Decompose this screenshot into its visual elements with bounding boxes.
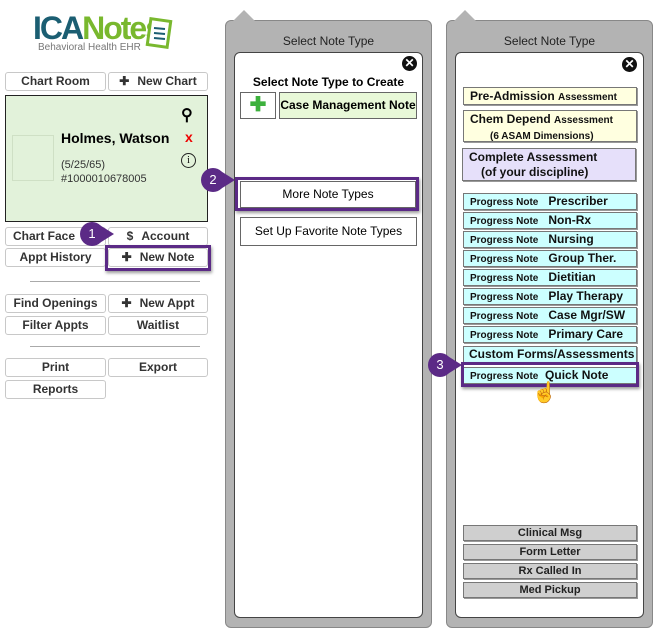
- callout-3: 3: [428, 353, 462, 377]
- progress-prefix: Progress Note: [470, 273, 539, 284]
- divider: [30, 346, 200, 347]
- info-icon[interactable]: i: [181, 153, 196, 168]
- progress-type: Play Therapy: [548, 289, 624, 303]
- bottom-note-button[interactable]: Med Pickup: [463, 582, 637, 598]
- progress-note-button[interactable]: Progress Note Prescriber: [463, 193, 637, 210]
- chart-room-button[interactable]: Chart Room: [5, 72, 106, 91]
- case-management-note-button[interactable]: Case Management Note: [279, 92, 417, 119]
- waitlist-button[interactable]: Waitlist: [108, 316, 208, 335]
- progress-prefix: Progress Note: [470, 292, 539, 303]
- select-note-type-panel-2: Select Note Type ✕ Pre-Admission Assessm…: [446, 10, 653, 628]
- plus-icon: ✚: [119, 74, 130, 88]
- patient-dob: (5/25/65): [61, 159, 106, 171]
- progress-type: Dietitian: [548, 270, 596, 284]
- close-icon[interactable]: ✕: [402, 56, 417, 71]
- export-button[interactable]: Export: [108, 358, 208, 377]
- callout-1: 1: [80, 222, 114, 246]
- appt-history-button[interactable]: Appt History: [5, 248, 106, 267]
- patient-photo: [12, 135, 54, 181]
- hand-cursor-icon: ☝: [532, 382, 557, 404]
- progress-type: Case Mgr/SW: [548, 308, 626, 322]
- plus-icon: ✚: [121, 296, 132, 310]
- custom-forms-button[interactable]: Custom Forms/Assessments: [463, 346, 637, 363]
- progress-type: Nursing: [548, 232, 594, 246]
- add-note-plus-button[interactable]: ✚: [240, 92, 276, 119]
- progress-type: Group Ther.: [548, 251, 617, 265]
- notes-document-icon: [145, 17, 173, 49]
- close-chart-icon[interactable]: x: [185, 129, 193, 145]
- bottom-note-button[interactable]: Clinical Msg: [463, 525, 637, 541]
- print-button[interactable]: Print: [5, 358, 106, 377]
- new-note-button[interactable]: ✚New Note: [108, 248, 208, 267]
- pre-admission-assessment-button[interactable]: Pre-Admission Assessment: [463, 87, 637, 105]
- progress-prefix: Progress Note: [470, 235, 539, 246]
- progress-type: Primary Care: [548, 327, 624, 341]
- new-appt-button[interactable]: ✚New Appt: [108, 294, 208, 313]
- patient-card[interactable]: Holmes, Watson (5/25/65) #1000010678005 …: [5, 95, 208, 222]
- search-icon[interactable]: ⚲: [181, 107, 193, 124]
- filter-appts-button[interactable]: Filter Appts: [5, 316, 106, 335]
- progress-note-button[interactable]: Progress Note Dietitian: [463, 269, 637, 286]
- bottom-note-button[interactable]: Rx Called In: [463, 563, 637, 579]
- progress-prefix: Progress Note: [470, 330, 539, 341]
- progress-prefix: Progress Note: [470, 216, 539, 227]
- progress-prefix: Progress Note: [470, 197, 539, 208]
- progress-prefix: Progress Note: [470, 311, 539, 322]
- reports-button[interactable]: Reports: [5, 380, 106, 399]
- find-openings-button[interactable]: Find Openings: [5, 294, 106, 313]
- new-chart-button[interactable]: ✚New Chart: [108, 72, 208, 91]
- bottom-note-button[interactable]: Form Letter: [463, 544, 637, 560]
- dollar-icon: $: [126, 229, 134, 243]
- progress-note-button[interactable]: Progress Note Group Ther.: [463, 250, 637, 267]
- chem-depend-assessment-button[interactable]: Chem Depend Assessment(6 ASAM Dimensions…: [463, 110, 637, 142]
- select-note-type-panel: Select Note Type ✕ Select Note Type to C…: [225, 10, 432, 628]
- progress-note-button[interactable]: Progress Note Primary Care: [463, 326, 637, 343]
- progress-prefix: Progress Note: [470, 254, 539, 265]
- plus-icon: ✚: [121, 250, 132, 264]
- set-up-favorites-button[interactable]: Set Up Favorite Note Types: [240, 217, 417, 246]
- icanotes-logo: ICANotes Behavioral Health EHR: [33, 10, 178, 56]
- callout-2: 2: [201, 168, 235, 192]
- quick-note-button[interactable]: Progress Note Quick Note: [463, 367, 637, 384]
- new-note-highlight: [105, 245, 211, 271]
- progress-note-button[interactable]: Progress Note Case Mgr/SW: [463, 307, 637, 324]
- panel-title: Select Note Type: [282, 34, 375, 48]
- progress-type: Non-Rx: [548, 213, 592, 227]
- panel-title: Select Note Type: [503, 34, 596, 48]
- more-note-types-highlight: [235, 177, 419, 211]
- complete-assessment-button[interactable]: Complete Assessment(of your discipline): [462, 148, 636, 181]
- progress-type: Prescriber: [548, 194, 608, 208]
- panel-heading: Select Note Type to Create: [252, 75, 405, 89]
- more-note-types-button[interactable]: More Note Types: [240, 181, 416, 208]
- patient-id: #1000010678005: [61, 173, 147, 185]
- progress-note-button[interactable]: Progress Note Nursing: [463, 231, 637, 248]
- progress-note-button[interactable]: Progress Note Play Therapy: [463, 288, 637, 305]
- close-icon[interactable]: ✕: [622, 57, 637, 72]
- progress-note-button[interactable]: Progress Note Non-Rx: [463, 212, 637, 229]
- divider: [30, 281, 200, 282]
- patient-name: Holmes, Watson: [61, 130, 170, 146]
- account-button[interactable]: $Account: [108, 227, 208, 246]
- quick-note-highlight: [461, 362, 639, 387]
